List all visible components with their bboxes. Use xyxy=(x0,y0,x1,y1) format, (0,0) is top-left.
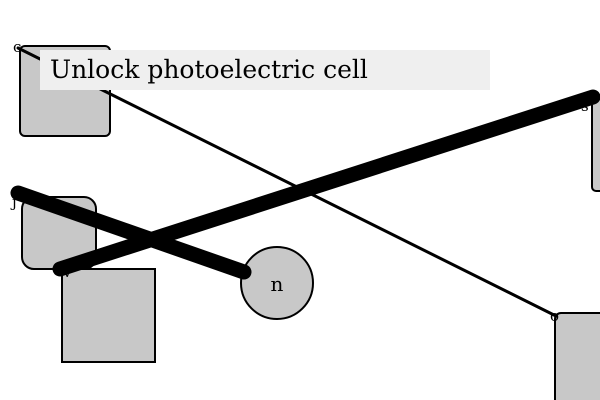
pin-label-center-left: v xyxy=(62,263,72,281)
thin-wire-top-left-to-bottom-right[interactable] xyxy=(16,46,558,318)
bottom-left-square-node[interactable] xyxy=(61,268,156,363)
pin-label-left-middle: j xyxy=(10,193,17,211)
circle-node[interactable] xyxy=(240,246,314,320)
pin-label-top-left: c xyxy=(13,38,21,56)
right-edge-node[interactable] xyxy=(591,95,600,192)
thick-wire-center-to-right[interactable] xyxy=(52,89,600,277)
pin-label-right-upper: s xyxy=(581,97,589,115)
pin-label-bottom-right: o xyxy=(550,307,559,325)
bottom-right-node[interactable] xyxy=(554,312,600,400)
instruction-banner: Unlock photoelectric cell xyxy=(40,50,490,90)
thick-wire-left-to-circle[interactable] xyxy=(10,185,252,280)
circle-node-label: n xyxy=(271,272,284,296)
